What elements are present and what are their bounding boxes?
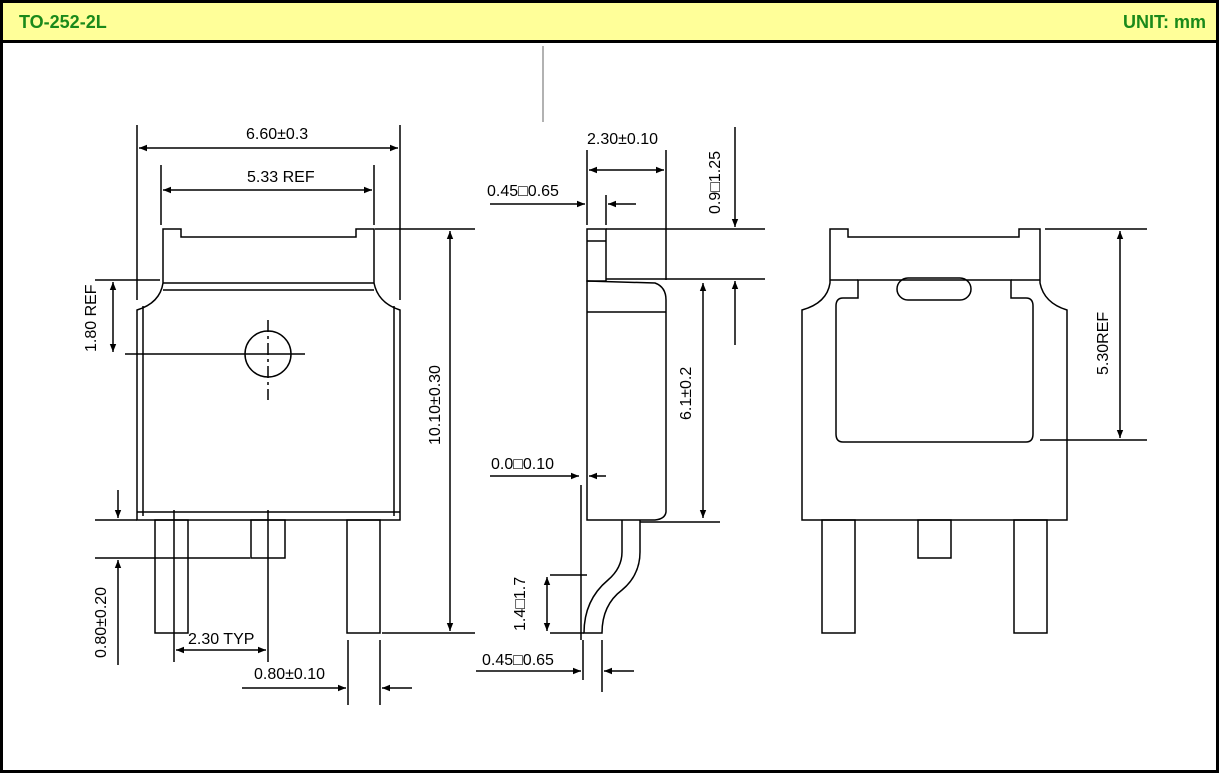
label-side-tab-thickness: 0.45□0.65 (487, 183, 559, 200)
title-bar: TO-252-2L UNIT: mm (3, 3, 1216, 43)
front-view (95, 125, 475, 705)
label-lead-width: 0.80±0.10 (254, 666, 325, 683)
label-side-body-height: 6.1±0.2 (678, 367, 695, 420)
label-side-body-thickness: 2.30±0.10 (587, 131, 658, 148)
side-body (586, 280, 667, 521)
label-side-tab-height: 0.9□1.25 (707, 151, 724, 214)
label-back-pad-height: 5.30REF (1095, 312, 1112, 375)
label-total-height: 10.10±0.30 (427, 365, 444, 445)
back-slot (896, 277, 972, 301)
front-lead-right (346, 519, 381, 634)
back-lead-right (1013, 519, 1048, 634)
back-lead-left (821, 519, 856, 634)
front-body-outline (136, 228, 401, 521)
label-side-lead-thickness: 0.45□0.65 (482, 652, 554, 669)
back-view (801, 228, 1147, 634)
label-side-standoff: 0.0□0.10 (491, 456, 554, 473)
back-body-outline (801, 228, 1068, 521)
side-tab (586, 228, 607, 282)
label-lead-pitch: 2.30 TYP (188, 631, 254, 648)
label-lead-length: 0.80±0.20 (93, 587, 110, 658)
label-front-width: 6.60±0.3 (246, 126, 308, 143)
back-exposed-pad (835, 279, 1034, 443)
label-front-tab: 5.33 REF (247, 169, 315, 186)
label-side-lead-height: 1.4□1.7 (512, 577, 529, 631)
side-view (476, 127, 765, 692)
unit-label: UNIT: mm (1122, 12, 1206, 32)
front-lead-left (154, 519, 189, 634)
back-lead-center-stub (917, 519, 952, 559)
package-title: TO-252-2L (19, 12, 107, 32)
side-lead (583, 520, 641, 634)
label-front-tab-height: 1.80 REF (83, 284, 100, 352)
